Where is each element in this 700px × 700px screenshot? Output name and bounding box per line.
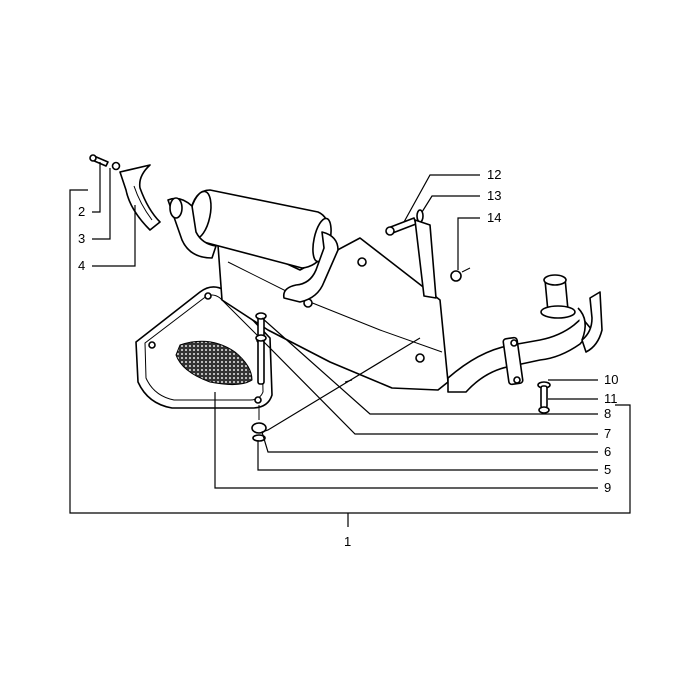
label-3: 3 <box>78 231 85 246</box>
leader-lines <box>92 162 598 489</box>
screw-left <box>89 154 121 171</box>
muffler <box>167 189 339 303</box>
label-6: 6 <box>604 444 611 459</box>
label-9: 9 <box>604 480 611 495</box>
label-11: 11 <box>604 391 618 406</box>
callout-labels: 1 2 3 4 5 6 7 8 9 10 11 12 13 14 <box>78 167 618 549</box>
label-5: 5 <box>604 462 611 477</box>
manifold-bolt <box>537 381 551 414</box>
exhaust-pipe <box>447 274 603 393</box>
assembly-bracket <box>69 189 631 527</box>
label-12: 12 <box>487 167 501 182</box>
label-14: 14 <box>487 210 501 225</box>
clamp-plate <box>119 164 161 231</box>
label-2: 2 <box>78 204 85 219</box>
label-1: 1 <box>344 534 351 549</box>
label-8: 8 <box>604 406 611 421</box>
label-4: 4 <box>78 258 85 273</box>
label-10: 10 <box>604 372 618 387</box>
shield-bolt <box>251 312 267 442</box>
bracket-bolts <box>385 209 471 299</box>
label-13: 13 <box>487 188 501 203</box>
heat-shield-panel <box>135 286 273 409</box>
label-7: 7 <box>604 426 611 441</box>
